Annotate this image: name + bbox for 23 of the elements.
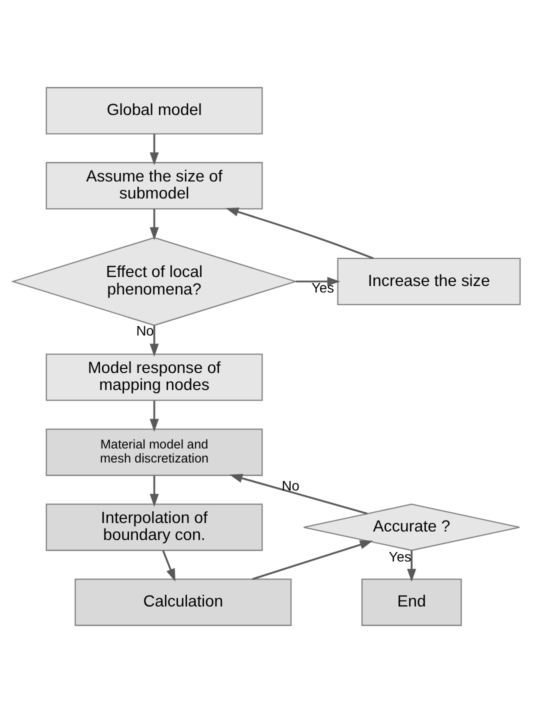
arrow: [150, 476, 159, 507]
arrow: [407, 550, 416, 582]
node-box: Global model: [46, 87, 263, 134]
arrow: [150, 400, 159, 432]
arrow: [162, 550, 176, 582]
node-box: End: [361, 578, 462, 626]
node-box: Assume the size of submodel: [46, 162, 263, 210]
arrow: [150, 209, 159, 240]
node-box: Calculation: [74, 578, 292, 626]
node-box: Material model and mesh discretization: [46, 428, 263, 476]
arrow: [296, 276, 340, 286]
arrow: [226, 208, 374, 260]
node-box: Model response of mapping nodes: [46, 354, 263, 401]
arrow: [230, 474, 368, 514]
node-box: Interpolation of boundary con.: [46, 504, 263, 551]
arrow: [150, 134, 159, 166]
edge-label: No: [282, 478, 300, 494]
edge-label: Yes: [311, 280, 334, 296]
arrow: [150, 326, 159, 357]
arrow: [252, 540, 373, 580]
node-diamond: Effect of local phenomena?: [10, 237, 298, 326]
node-box: Increase the size: [337, 258, 521, 306]
edge-label: Yes: [388, 548, 412, 564]
